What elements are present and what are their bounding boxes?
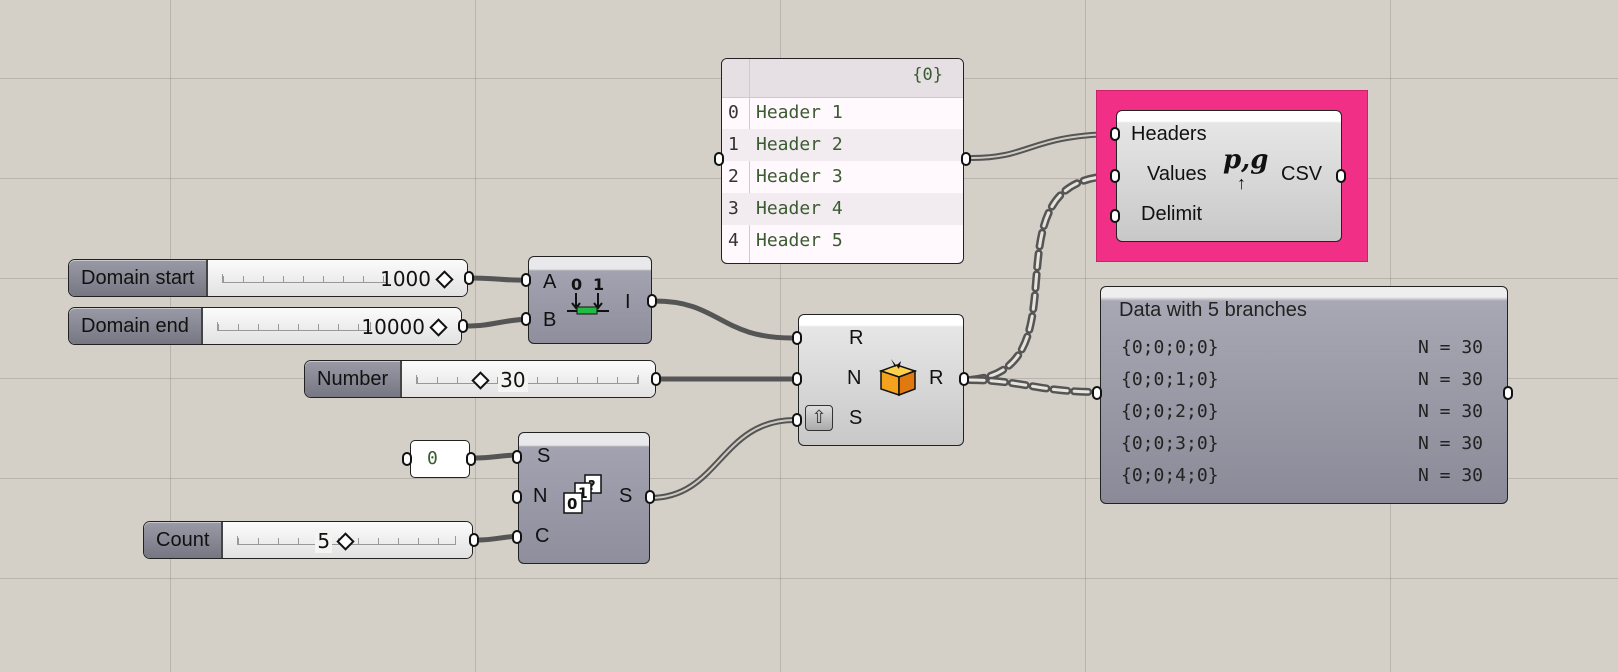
series-icon: ? 1 0 bbox=[563, 474, 602, 514]
wire-domain-random bbox=[652, 298, 798, 341]
data-row: {0;0;0;0}N = 30 bbox=[1121, 337, 1483, 358]
slider-label: Number bbox=[305, 361, 403, 397]
arrow-up-icon: ↑ bbox=[1237, 173, 1246, 193]
random-output-grip[interactable] bbox=[959, 372, 969, 386]
data-panel-output-grip[interactable] bbox=[1503, 386, 1513, 400]
domain-a-grip[interactable] bbox=[521, 273, 531, 287]
number-param-value: 0 bbox=[427, 448, 438, 469]
domain-icon: 0 1 bbox=[567, 275, 609, 315]
csv-headers-grip[interactable] bbox=[1110, 127, 1120, 141]
wire-series-seed bbox=[647, 417, 798, 501]
domain-end-slider[interactable]: Domain end 10000 bbox=[68, 307, 462, 345]
slider-value: 10000 bbox=[361, 315, 425, 339]
slider-label: Count bbox=[144, 522, 224, 558]
series-c-grip[interactable] bbox=[512, 530, 522, 544]
random-r-grip[interactable] bbox=[792, 331, 802, 345]
headers-panel-output-grip[interactable] bbox=[961, 152, 971, 166]
data-row: {0;0;4;0}N = 30 bbox=[1121, 465, 1483, 486]
domain-input-a[interactable]: A bbox=[543, 271, 557, 293]
slider-label: Domain end bbox=[69, 308, 203, 344]
number-param-input-grip[interactable] bbox=[402, 452, 412, 466]
svg-text:0: 0 bbox=[567, 495, 577, 513]
random-component[interactable]: R N S ⇧ R bbox=[798, 314, 964, 446]
slider-track[interactable]: 30 bbox=[402, 361, 655, 397]
count-grip[interactable] bbox=[469, 533, 479, 547]
domain-start-grip[interactable] bbox=[464, 271, 474, 285]
random-output-r[interactable]: R bbox=[929, 367, 944, 389]
domain-output-i[interactable]: I bbox=[625, 291, 631, 313]
series-input-s[interactable]: S bbox=[537, 445, 551, 467]
csv-input-delimit[interactable]: Delimit bbox=[1141, 203, 1203, 225]
number-param-output-grip[interactable] bbox=[466, 452, 476, 466]
csv-input-values[interactable]: Values bbox=[1147, 163, 1207, 185]
series-input-n[interactable]: N bbox=[533, 485, 548, 507]
random-s-grip[interactable] bbox=[792, 413, 802, 427]
panel-path-label: {0} bbox=[912, 65, 943, 85]
slider-handle[interactable] bbox=[429, 318, 448, 337]
slider-value: 30 bbox=[498, 368, 528, 392]
upload-icon[interactable]: ⇧ bbox=[805, 405, 833, 431]
csv-output[interactable]: CSV bbox=[1281, 163, 1323, 185]
number-grip[interactable] bbox=[651, 372, 661, 386]
random-input-s[interactable]: S bbox=[849, 407, 863, 429]
data-panel-title: Data with 5 branches bbox=[1119, 299, 1307, 321]
slider-value: 5 bbox=[315, 529, 333, 553]
csv-output-grip[interactable] bbox=[1336, 169, 1346, 183]
data-panel-input-grip[interactable] bbox=[1092, 386, 1102, 400]
headers-panel-input-grip[interactable] bbox=[714, 152, 724, 166]
random-input-r[interactable]: R bbox=[849, 327, 864, 349]
domain-start-slider[interactable]: Domain start 1000 bbox=[68, 259, 468, 297]
slider-track[interactable]: 10000 bbox=[202, 308, 461, 344]
svg-text:1: 1 bbox=[578, 486, 588, 502]
data-row: {0;0;2;0}N = 30 bbox=[1121, 401, 1483, 422]
data-row: {0;0;3;0}N = 30 bbox=[1121, 433, 1483, 454]
slider-value: 1000 bbox=[380, 267, 431, 291]
svg-text:0: 0 bbox=[571, 275, 582, 294]
svg-text:1: 1 bbox=[593, 275, 604, 294]
domain-i-grip[interactable] bbox=[647, 294, 657, 308]
slider-label: Domain start bbox=[69, 260, 209, 296]
slider-handle[interactable] bbox=[435, 270, 454, 289]
random-input-n[interactable]: N bbox=[847, 367, 862, 389]
data-row: {0;0;1;0}N = 30 bbox=[1121, 369, 1483, 390]
data-panel[interactable]: Data with 5 branches {0;0;0;0}N = 30 {0;… bbox=[1100, 286, 1508, 504]
random-dice-icon bbox=[878, 359, 918, 397]
csv-values-grip[interactable] bbox=[1110, 169, 1120, 183]
random-n-grip[interactable] bbox=[792, 372, 802, 386]
wire-random-values bbox=[966, 172, 1116, 384]
series-output-s[interactable]: S bbox=[619, 485, 633, 507]
domain-input-b[interactable]: B bbox=[543, 309, 557, 331]
series-s-grip[interactable] bbox=[512, 450, 522, 464]
series-input-c[interactable]: C bbox=[535, 525, 550, 547]
construct-domain-component[interactable]: A B 0 1 I bbox=[528, 256, 652, 344]
number-slider[interactable]: Number 30 bbox=[304, 360, 656, 398]
series-component[interactable]: S N C ? 1 0 S bbox=[518, 432, 650, 564]
slider-track[interactable]: 1000 bbox=[208, 260, 467, 296]
series-n-grip[interactable] bbox=[512, 490, 522, 504]
csv-component[interactable]: Headers Values Delimit p,g ↑ CSV bbox=[1116, 110, 1342, 242]
svg-text:?: ? bbox=[588, 479, 596, 494]
domain-end-grip[interactable] bbox=[458, 319, 468, 333]
slider-track[interactable]: 5 bbox=[223, 522, 472, 558]
wire-headers bbox=[969, 131, 1115, 161]
csv-icon: p,g bbox=[1223, 145, 1269, 175]
csv-delimit-grip[interactable] bbox=[1110, 209, 1120, 223]
number-param[interactable]: 0 bbox=[410, 440, 470, 478]
count-slider[interactable]: Count 5 bbox=[143, 521, 473, 559]
csv-input-headers[interactable]: Headers bbox=[1131, 123, 1207, 145]
series-output-grip[interactable] bbox=[645, 490, 655, 504]
domain-b-grip[interactable] bbox=[521, 312, 531, 326]
